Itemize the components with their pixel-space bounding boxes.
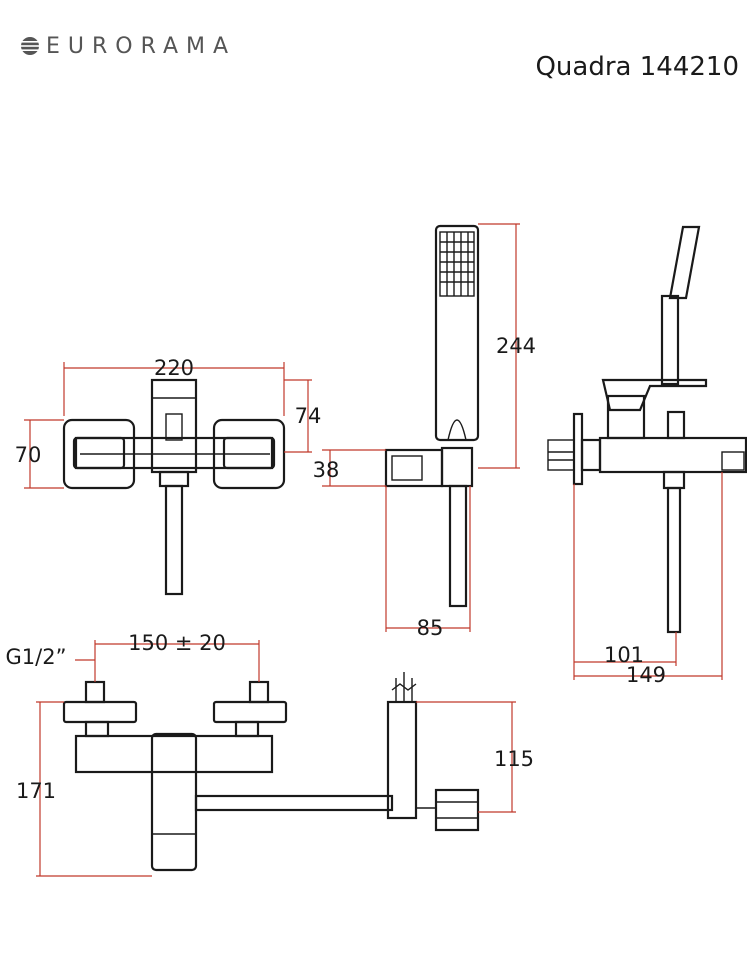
dim-handshower-length: 244	[496, 334, 536, 358]
handle-top	[150, 378, 198, 474]
hose-top	[164, 484, 184, 596]
dim-top-height: 70	[15, 443, 42, 467]
dim-inlet-thread: G1/2”	[6, 645, 67, 669]
front-view	[36, 640, 516, 877]
hose-side	[666, 486, 682, 634]
brand-header: EURORAMA	[20, 32, 236, 60]
body-side	[598, 436, 747, 474]
handshower-head	[434, 224, 480, 442]
spray-face	[439, 231, 475, 297]
model-title: Quadra 144210	[535, 52, 739, 82]
side-view	[547, 225, 747, 680]
dim-front-height: 171	[16, 779, 56, 803]
handle-side	[601, 378, 708, 412]
hose-connector-top	[158, 470, 190, 488]
connecting-pipe	[194, 794, 394, 812]
diverter-column	[386, 700, 418, 820]
spray-grid-icon	[440, 232, 474, 296]
spout-front	[150, 732, 198, 872]
brand-name: EURORAMA	[46, 33, 237, 59]
left-inlet	[84, 680, 106, 704]
diverter-knob-icon	[391, 672, 417, 702]
striped-globe-icon	[20, 37, 40, 55]
wall-flange-side	[572, 412, 584, 486]
mixer-body-top	[74, 436, 274, 470]
dim-top-depth: 74	[295, 404, 322, 428]
dim-spout-depth: 101	[604, 643, 644, 667]
holder-clamp	[440, 446, 474, 488]
top-view	[24, 362, 312, 596]
dim-holder-height: 38	[313, 458, 340, 482]
handshower-hose	[448, 484, 468, 608]
right-inlet	[248, 680, 270, 704]
handshower-side	[668, 225, 701, 300]
dim-total-depth: 149	[626, 663, 666, 687]
dim-diverter-height: 115	[494, 747, 534, 771]
handshower-view	[322, 223, 520, 632]
dim-inlet-spacing: 150 ± 20	[128, 631, 226, 655]
diverter-box	[434, 788, 480, 832]
dim-holder-offset: 85	[417, 616, 444, 640]
mixer-body-front	[74, 734, 274, 774]
dim-top-width: 220	[154, 356, 194, 380]
